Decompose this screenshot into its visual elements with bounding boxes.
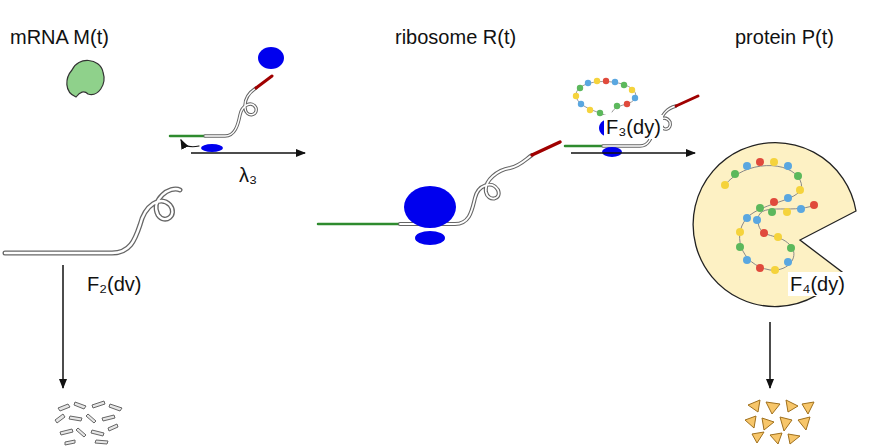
rate-label: F₄(dy) (788, 272, 847, 296)
rate-label: F₂(dv) (85, 272, 143, 296)
degradation-arrow (62, 265, 64, 388)
mrna-fragments (55, 401, 122, 445)
process-arrow (191, 152, 305, 154)
illustration-node: mRNA M(t) (5, 25, 191, 260)
rate-label: F₃(dy) (604, 115, 663, 139)
degradation-arrow (769, 322, 771, 388)
initiation-inset (170, 47, 284, 152)
column-heading: mRNA M(t) (5, 25, 191, 49)
column-heading: ribosome R(t) (305, 25, 571, 49)
process-arrow (571, 152, 695, 154)
protein-fragments (745, 400, 814, 444)
protein-shape (693, 143, 856, 307)
elongation-inset (565, 78, 698, 157)
column-heading: protein P(t) (695, 25, 881, 49)
rate-label: λ₃ (237, 163, 259, 187)
enzyme-blob (67, 60, 104, 97)
ribosome-complex (318, 142, 560, 245)
illustration-node: ribosome R(t) (305, 25, 571, 265)
mrna-strand (5, 189, 180, 253)
